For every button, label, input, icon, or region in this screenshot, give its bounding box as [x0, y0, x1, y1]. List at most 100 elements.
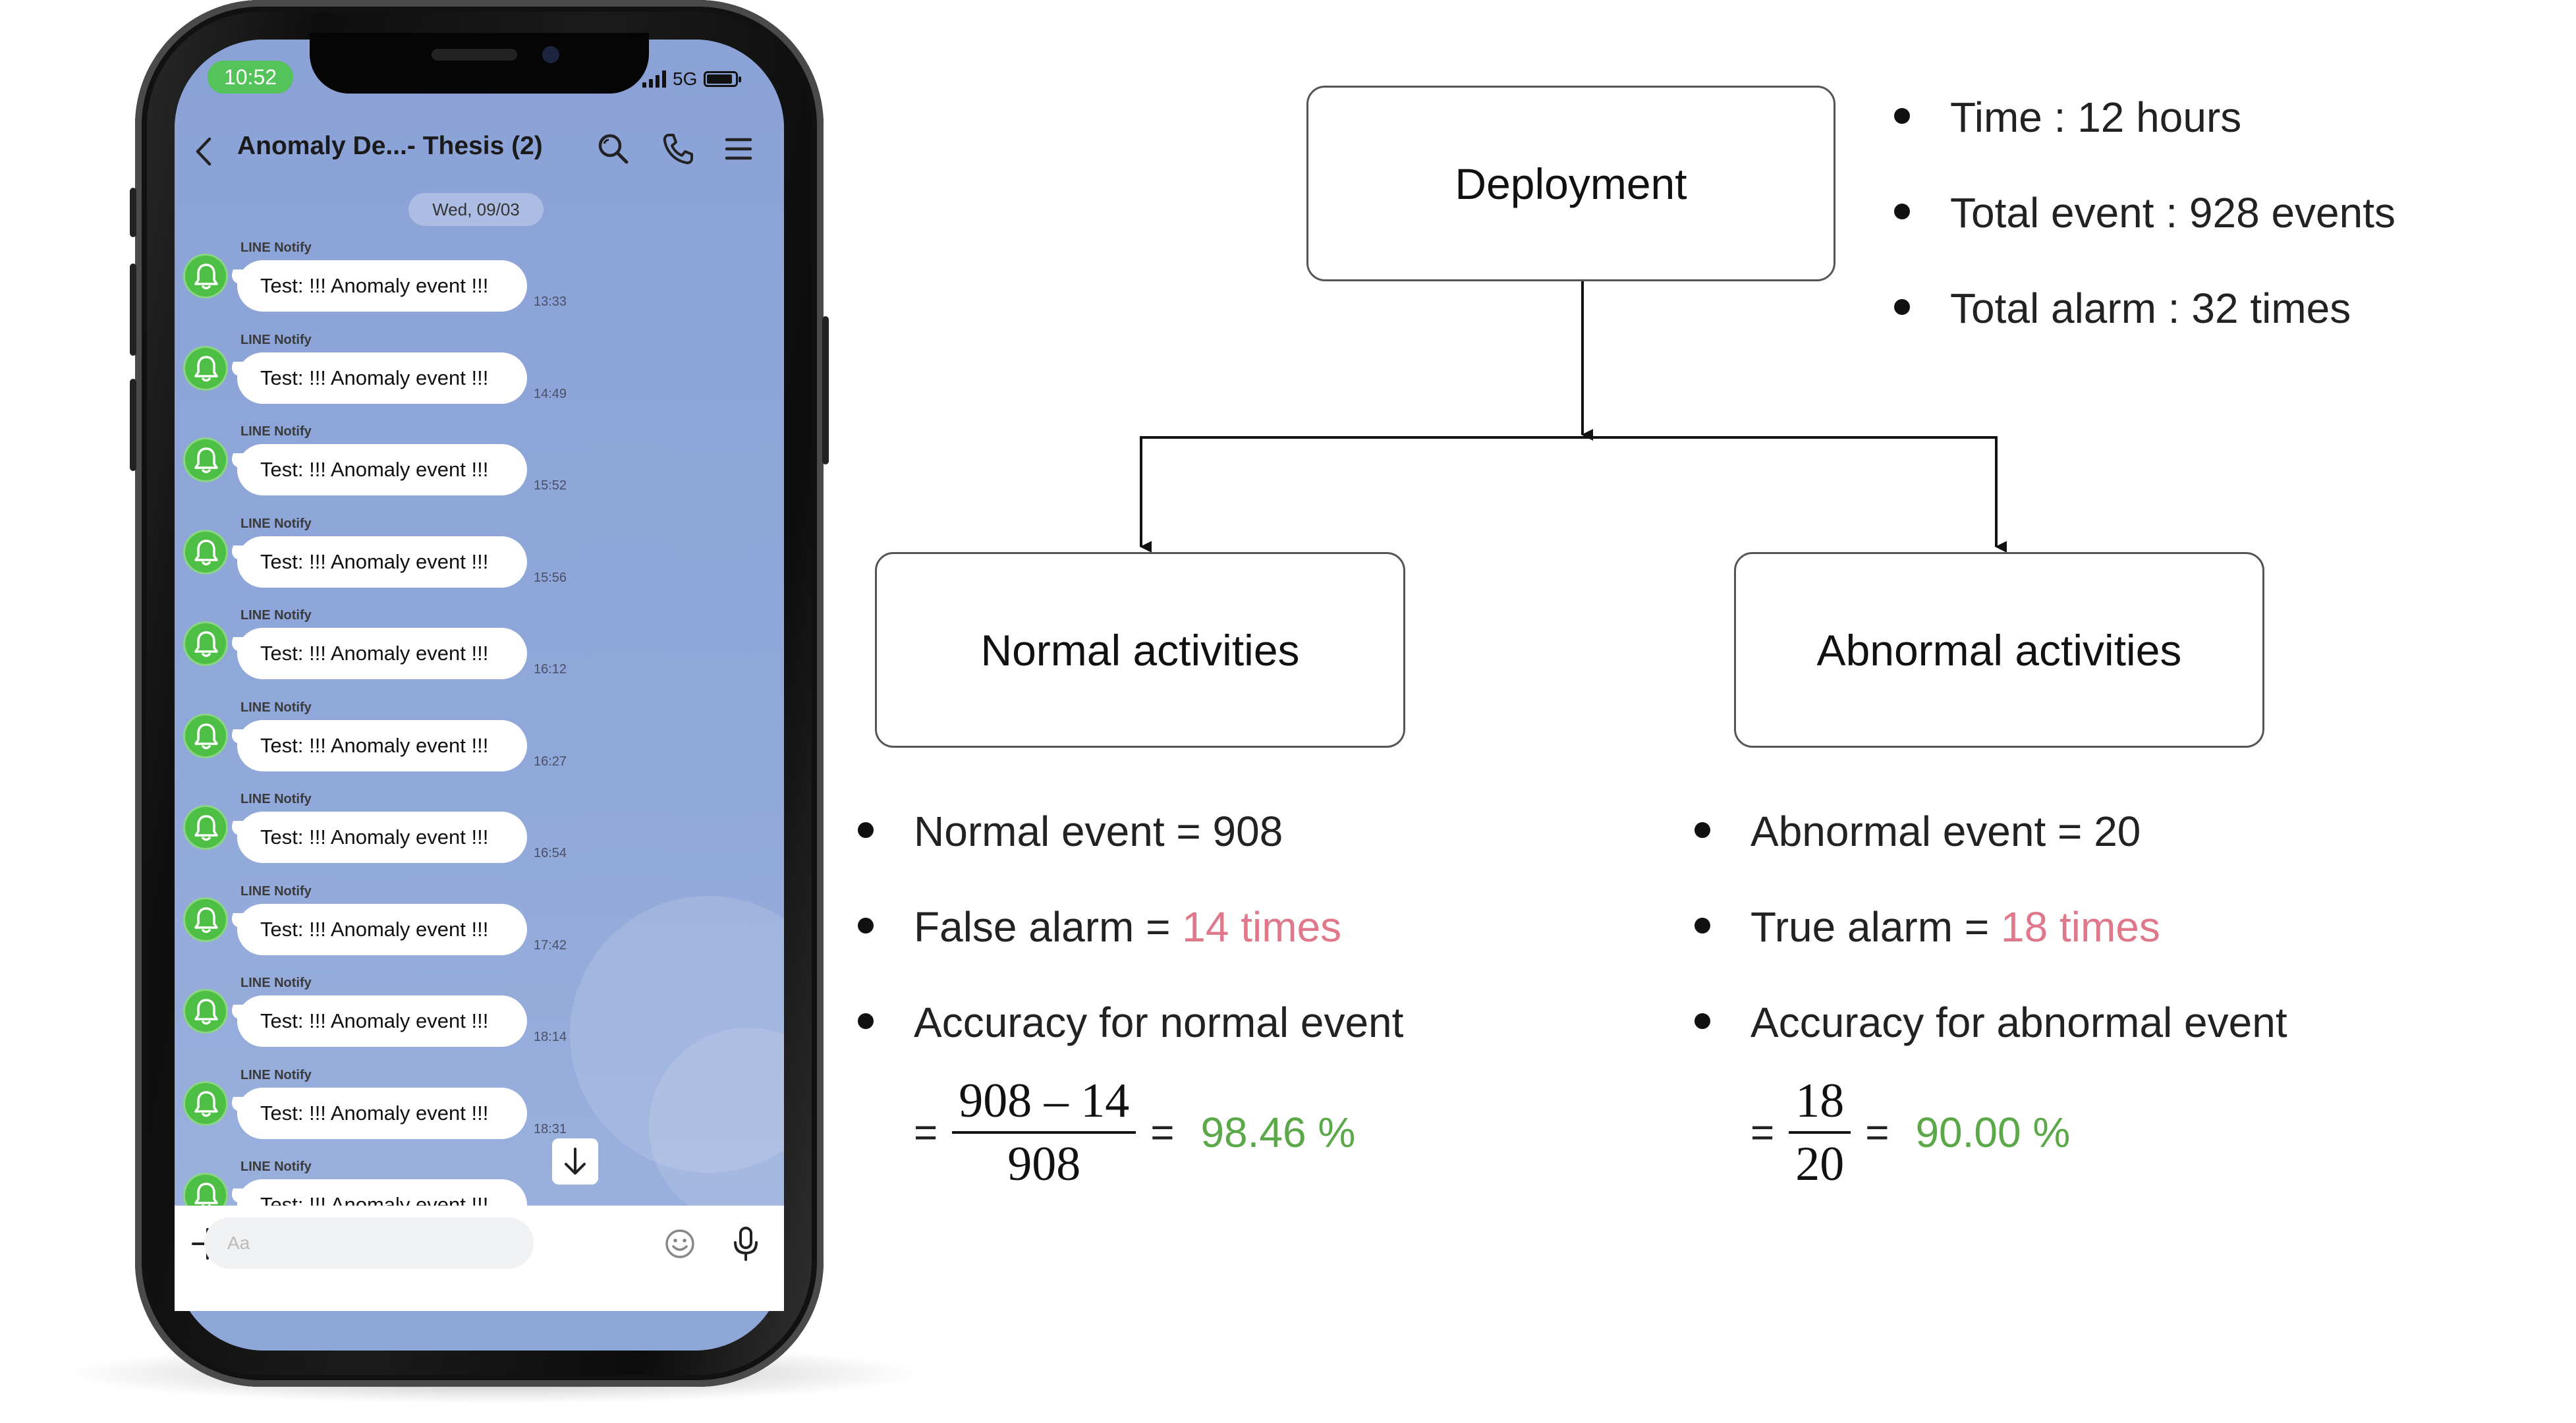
message-bubble[interactable]: Test: !!! Anomaly event !!!: [237, 260, 527, 312]
false-alarm-value: 14 times: [1182, 903, 1342, 951]
chat-title[interactable]: Anomaly De...- Thesis (2): [237, 132, 543, 160]
search-icon[interactable]: [596, 132, 630, 166]
normal-stats: Normal event = 908 False alarm = 14 time…: [857, 805, 1403, 1092]
abnormal-event-item: Abnormal event = 20: [1694, 805, 2287, 901]
bell-icon[interactable]: [183, 1081, 228, 1126]
bell-icon[interactable]: [183, 254, 228, 298]
bell-icon[interactable]: [183, 530, 228, 574]
abnormal-accuracy-result: 90.00 %: [1915, 1109, 2071, 1156]
node-normal-activities: Normal activities: [875, 552, 1405, 748]
status-time: 10:52: [208, 61, 293, 94]
normal-accuracy-label: Accuracy for normal event: [857, 996, 1403, 1092]
message-timestamp: 18:31: [534, 1122, 567, 1136]
normal-accuracy-formula: = 908 – 14 908 = 98.46 %: [914, 1071, 1355, 1194]
message-sender: LINE Notify: [240, 516, 312, 531]
message-timestamp: 14:49: [534, 387, 567, 401]
stat-time: Time : 12 hours: [1894, 91, 2395, 186]
abnormal-accuracy-label: Accuracy for abnormal event: [1694, 996, 2287, 1092]
battery-icon: [704, 71, 742, 87]
emoji-icon[interactable]: [660, 1224, 700, 1264]
abnormal-fraction: 18 20: [1789, 1071, 1851, 1194]
true-alarm-item: True alarm = 18 times: [1694, 901, 2287, 996]
arrow-down-icon[interactable]: [552, 1138, 598, 1185]
bell-icon[interactable]: [183, 437, 228, 482]
message-bubble[interactable]: Test: !!! Anomaly event !!!: [237, 628, 527, 679]
message-sender: LINE Notify: [240, 608, 312, 623]
message-sender: LINE Notify: [240, 1159, 312, 1174]
message-bubble[interactable]: Test: !!! Anomaly event !!!: [237, 720, 527, 771]
bell-icon[interactable]: [183, 713, 228, 758]
message-sender: LINE Notify: [240, 424, 312, 439]
network-type: 5G: [673, 69, 698, 89]
message-sender: LINE Notify: [240, 333, 312, 347]
bell-icon[interactable]: [183, 805, 228, 850]
bell-icon[interactable]: [183, 989, 228, 1034]
message-sender: LINE Notify: [240, 1068, 312, 1082]
normal-event-item: Normal event = 908: [857, 805, 1403, 901]
abnormal-numerator: 18: [1789, 1071, 1851, 1134]
false-alarm-item: False alarm = 14 times: [857, 901, 1403, 996]
phone-notch: [310, 33, 649, 94]
bell-icon[interactable]: [183, 621, 228, 666]
abnormal-stats: Abnormal event = 20 True alarm = 18 time…: [1694, 805, 2287, 1092]
phone-volume-down: [130, 379, 136, 471]
message-sender: LINE Notify: [240, 884, 312, 899]
bell-icon[interactable]: [183, 346, 228, 391]
abnormal-denominator: 20: [1795, 1137, 1845, 1191]
message-sender: LINE Notify: [240, 700, 312, 715]
message-bubble[interactable]: Test: !!! Anomaly event !!!: [237, 904, 527, 955]
phone-volume-up: [130, 264, 136, 356]
abnormal-accuracy-formula: = 18 20 = 90.00 %: [1750, 1071, 2070, 1194]
message-bubble[interactable]: Test: !!! Anomaly event !!!: [237, 352, 527, 404]
message-bubble[interactable]: Test: !!! Anomaly event !!!: [237, 995, 527, 1047]
deployment-stats: Time : 12 hours Total event : 928 events…: [1894, 91, 2395, 377]
status-indicators: 5G: [642, 66, 742, 92]
stat-total-alarm: Total alarm : 32 times: [1894, 282, 2395, 377]
equals-sign: =: [1865, 1109, 1890, 1156]
phone-power-button: [822, 316, 829, 464]
normal-event-value: 908: [1212, 808, 1283, 855]
node-abnormal-activities: Abnormal activities: [1734, 552, 2264, 748]
phone-speaker: [432, 49, 517, 61]
message-timestamp: 13:33: [534, 294, 567, 309]
equals-sign: =: [914, 1109, 938, 1156]
microphone-icon[interactable]: [726, 1224, 766, 1264]
message-input[interactable]: Aa: [204, 1217, 534, 1269]
message-timestamp: 17:42: [534, 938, 567, 953]
abnormal-event-value: 20: [2094, 808, 2141, 855]
message-timestamp: 15:52: [534, 478, 567, 493]
message-timestamp: 16:54: [534, 846, 567, 860]
phone-mute-switch: [130, 188, 136, 237]
message-sender: LINE Notify: [240, 792, 312, 806]
signal-icon: [642, 70, 666, 88]
normal-numerator: 908 – 14: [952, 1071, 1136, 1134]
chevron-left-icon[interactable]: [191, 135, 217, 168]
message-bubble[interactable]: Test: !!! Anomaly event !!!: [237, 536, 527, 588]
message-timestamp: 16:12: [534, 662, 567, 677]
equals-sign: =: [1150, 1109, 1175, 1156]
message-bubble[interactable]: Test: !!! Anomaly event !!!: [237, 1088, 527, 1139]
date-separator: Wed, 09/03: [408, 193, 544, 226]
message-sender: LINE Notify: [240, 976, 312, 990]
message-timestamp: 15:56: [534, 571, 567, 585]
message-bubble[interactable]: Test: !!! Anomaly event !!!: [237, 444, 527, 495]
true-alarm-value: 18 times: [2000, 903, 2160, 951]
message-sender: LINE Notify: [240, 240, 312, 255]
phone-icon[interactable]: [661, 132, 695, 166]
message-bubble[interactable]: Test: !!! Anomaly event !!!: [237, 812, 527, 863]
bell-icon[interactable]: [183, 897, 228, 942]
phone-front-camera: [542, 46, 559, 63]
menu-icon[interactable]: [721, 132, 756, 166]
normal-accuracy-result: 98.46 %: [1200, 1109, 1356, 1156]
